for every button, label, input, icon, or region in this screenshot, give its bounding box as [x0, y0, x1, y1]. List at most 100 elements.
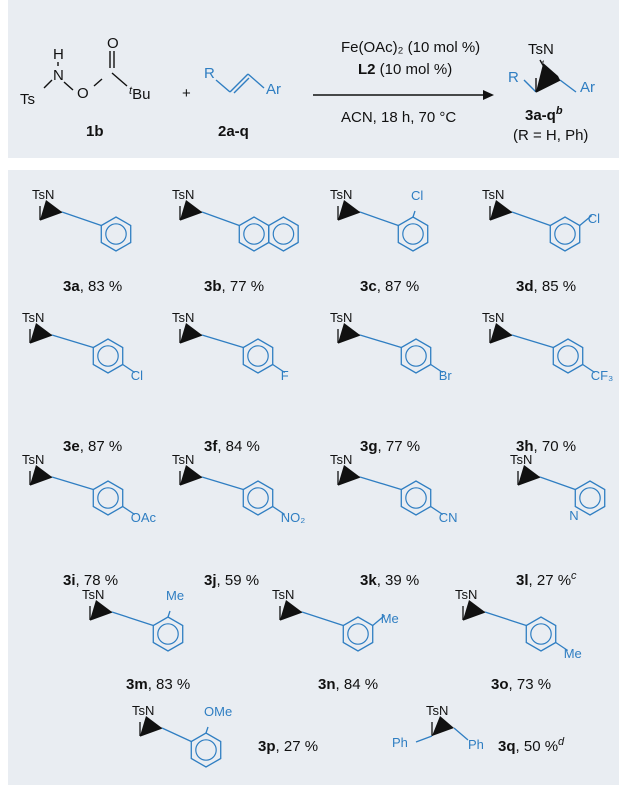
aromatic-ring [105, 223, 127, 245]
aromatic-ring [195, 739, 217, 761]
aromatic-ring [272, 223, 295, 245]
substituent-label: F [280, 367, 289, 383]
plus-sign: + [182, 85, 191, 102]
aziridine-wedge [490, 323, 512, 343]
yield-value: , 77 % [221, 278, 265, 295]
aziridine-wedge [140, 716, 162, 736]
tsn-label: TsN [22, 452, 45, 467]
tsn-label: TsN [510, 452, 533, 467]
tsn-label: TsN [330, 452, 353, 467]
substituent-label: CF₃ [590, 367, 614, 383]
tsn-label: TsN [482, 187, 505, 202]
compound-id: 3j [204, 572, 217, 589]
compound-3c-label: 3c, 87 % [360, 278, 419, 295]
aziridine-wedge [338, 465, 360, 485]
compound-3q-label: 3q, 50 %d [498, 736, 564, 755]
yield-value: , 50 % [515, 738, 559, 755]
aromatic-ring [97, 487, 119, 509]
compound-id: 3q [498, 738, 516, 755]
tsn-label: TsN [330, 187, 353, 202]
aziridine-wedge [338, 323, 360, 343]
substituent-label: CN [438, 509, 458, 525]
hydrogen-label: H [53, 46, 64, 63]
aziridine-wedge [463, 600, 485, 620]
compound-3i-label: 3i, 78 % [63, 572, 118, 589]
substituent-label: Me [563, 645, 582, 661]
conditions-ligand: L2 (10 mol %) [358, 62, 452, 77]
product-3a-q-label: 3a-qb [525, 105, 563, 124]
scheme-bonds [43, 51, 577, 100]
aromatic-ring [405, 345, 427, 367]
tsn-label: TsN [482, 310, 505, 325]
aromatic-ring [554, 223, 576, 245]
compound-id: 3k [360, 572, 377, 589]
ts-label: Ts [20, 91, 35, 108]
aromatic-ring [157, 623, 179, 645]
phenyl-substituent-label: Ph [468, 737, 484, 752]
compound-id: 3d [516, 278, 534, 295]
aziridine-wedge [40, 200, 62, 220]
yield-value: , 39 % [376, 572, 420, 589]
oxygen-carbonyl-label: O [107, 35, 119, 52]
product-ar-label: Ar [580, 79, 595, 96]
aziridine-wedge [30, 323, 52, 343]
yield-value: , 87 % [376, 278, 420, 295]
aromatic-ring [530, 623, 552, 645]
footnote-marker: c [571, 570, 577, 582]
compound-id: 3n [318, 676, 336, 693]
oxygen-ester-label: O [77, 85, 89, 102]
reaction-scheme-panel: Ts N H O O tBu 1b + R Ar 2a-q Fe(OAc)₂ (… [8, 0, 619, 158]
compound-id: 3h [516, 438, 534, 455]
aromatic-ring [402, 223, 424, 245]
substituent-label: OMe [204, 704, 233, 719]
aziridine-wedge [338, 200, 360, 220]
yield-value: , 27 % [275, 738, 319, 755]
compound-3h-label: 3h, 70 % [516, 438, 576, 455]
aziridine-wedge [432, 716, 454, 736]
compound-id: 3b [204, 278, 222, 295]
substituent-label: Cl [411, 188, 424, 203]
substituent-label: OAc [130, 509, 157, 525]
aromatic-ring [243, 223, 265, 245]
compound-3f-label: 3f, 84 % [204, 438, 260, 455]
compound-3j-label: 3j, 59 % [204, 572, 259, 589]
yield-value: , 78 % [75, 572, 119, 589]
compound-3e-label: 3e, 87 % [63, 438, 122, 455]
yield-value: , 77 % [377, 438, 421, 455]
ligand-loading: (10 mol %) [375, 61, 453, 78]
substituent-label: Br [438, 367, 452, 383]
compound-3g-label: 3g, 77 % [360, 438, 420, 455]
compound-3l-label: 3l, 27 %c [516, 570, 577, 589]
compound-id: 3l [516, 572, 529, 589]
tsn-label: TsN [32, 187, 55, 202]
aziridine-wedge [490, 200, 512, 220]
substituent-label: N [569, 507, 579, 523]
product-tsn-label: TsN [528, 41, 554, 58]
aziridine-wedge [30, 465, 52, 485]
aromatic-ring [247, 487, 269, 509]
tsn-label: TsN [272, 587, 295, 602]
compound-3k-label: 3k, 39 % [360, 572, 419, 589]
compound-3b-label: 3b, 77 % [204, 278, 264, 295]
aryl-group-label: Ar [266, 81, 281, 98]
compound-3n-label: 3n, 84 % [318, 676, 378, 693]
yield-value: , 83 % [147, 676, 191, 693]
yield-value: , 27 % [528, 572, 572, 589]
tsn-label: TsN [172, 452, 195, 467]
tsn-label: TsN [172, 310, 195, 325]
compound-id: 3m [126, 676, 148, 693]
yield-value: , 73 % [508, 676, 552, 693]
tsn-label: TsN [172, 187, 195, 202]
compound-id: 3f [204, 438, 218, 455]
substituent-label: Me [380, 610, 399, 626]
aromatic-ring [579, 487, 601, 509]
product-footnote-b: b [555, 105, 563, 117]
r-group-label: R [204, 65, 215, 82]
yield-value: , 70 % [533, 438, 577, 455]
yield-value: , 83 % [79, 278, 123, 295]
ligand-name: L2 [358, 61, 376, 78]
yield-value: , 59 % [216, 572, 260, 589]
product-r-label: R [508, 69, 519, 86]
aziridine-wedge [90, 600, 112, 620]
aziridine-wedge [280, 600, 302, 620]
